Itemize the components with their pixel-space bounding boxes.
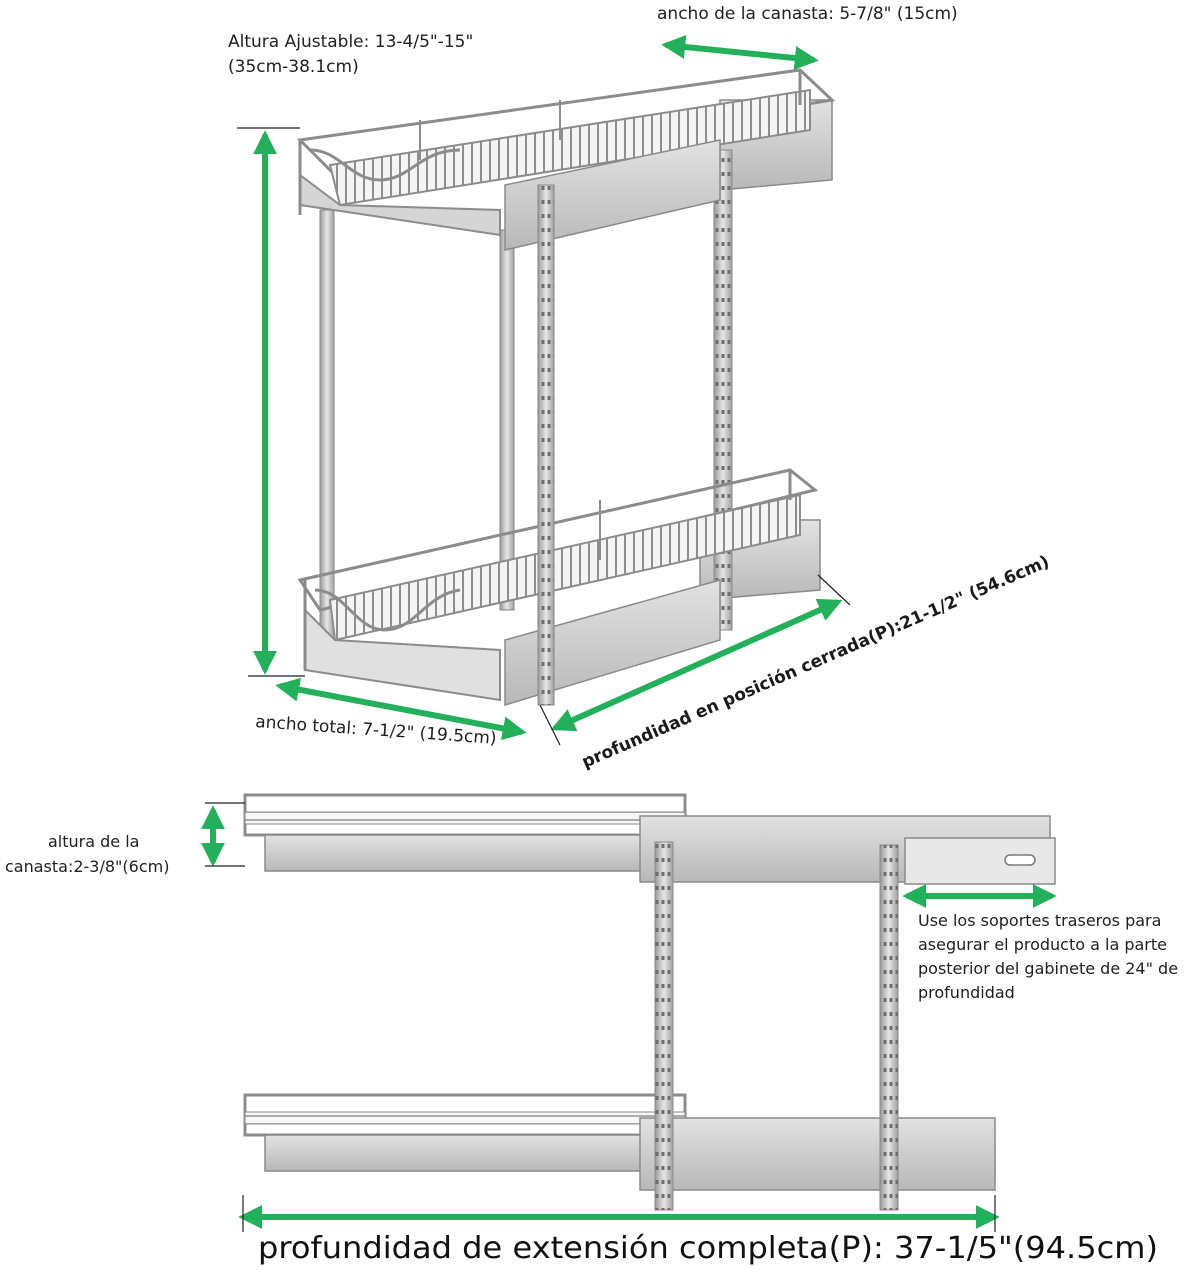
dimension-guides bbox=[205, 127, 996, 1232]
organizer-side-view bbox=[243, 793, 1056, 1211]
adjustable-height-label-line2: (35cm-38.1cm) bbox=[228, 57, 359, 77]
lower-slide-panel bbox=[504, 579, 721, 707]
lower-slide-rail bbox=[264, 1134, 676, 1172]
rear-brackets-note-line3: posterior del gabinete de 24" de bbox=[918, 959, 1178, 978]
full-extension-depth-label: profundidad de extensión completa(P): 37… bbox=[258, 1231, 1158, 1266]
upper-slide-rail bbox=[264, 834, 676, 872]
basket-height-label-line2: canasta:2-3/8"(6cm) bbox=[5, 857, 169, 876]
total-width-arrow bbox=[275, 677, 527, 741]
basket-width-arrow bbox=[661, 34, 819, 71]
upper-slide-panel bbox=[504, 139, 721, 251]
rear-brackets-note-line4: profundidad bbox=[918, 983, 1015, 1002]
dimension-arrows bbox=[201, 34, 1057, 1229]
rear-brackets-note-line1: Use los soportes traseros para bbox=[918, 911, 1161, 930]
closed-depth-arrow bbox=[550, 598, 843, 732]
lower-extension-rail bbox=[639, 1117, 996, 1191]
basket-height-label-line1: altura de la bbox=[48, 832, 139, 851]
upper-basket bbox=[296, 68, 836, 237]
lower-basket bbox=[297, 468, 819, 702]
rear-brackets-note-line2: asegurar el producto a la parte bbox=[918, 935, 1167, 954]
rear-post-right bbox=[499, 229, 515, 611]
organizer-3d-illustration bbox=[296, 68, 836, 707]
basket-width-label: ancho de la canasta: 5-7/8" (15cm) bbox=[657, 4, 958, 24]
rear-post-left bbox=[319, 209, 335, 651]
adjustable-height-label-line1: Altura Ajustable: 13-4/5"-15" bbox=[228, 32, 473, 52]
